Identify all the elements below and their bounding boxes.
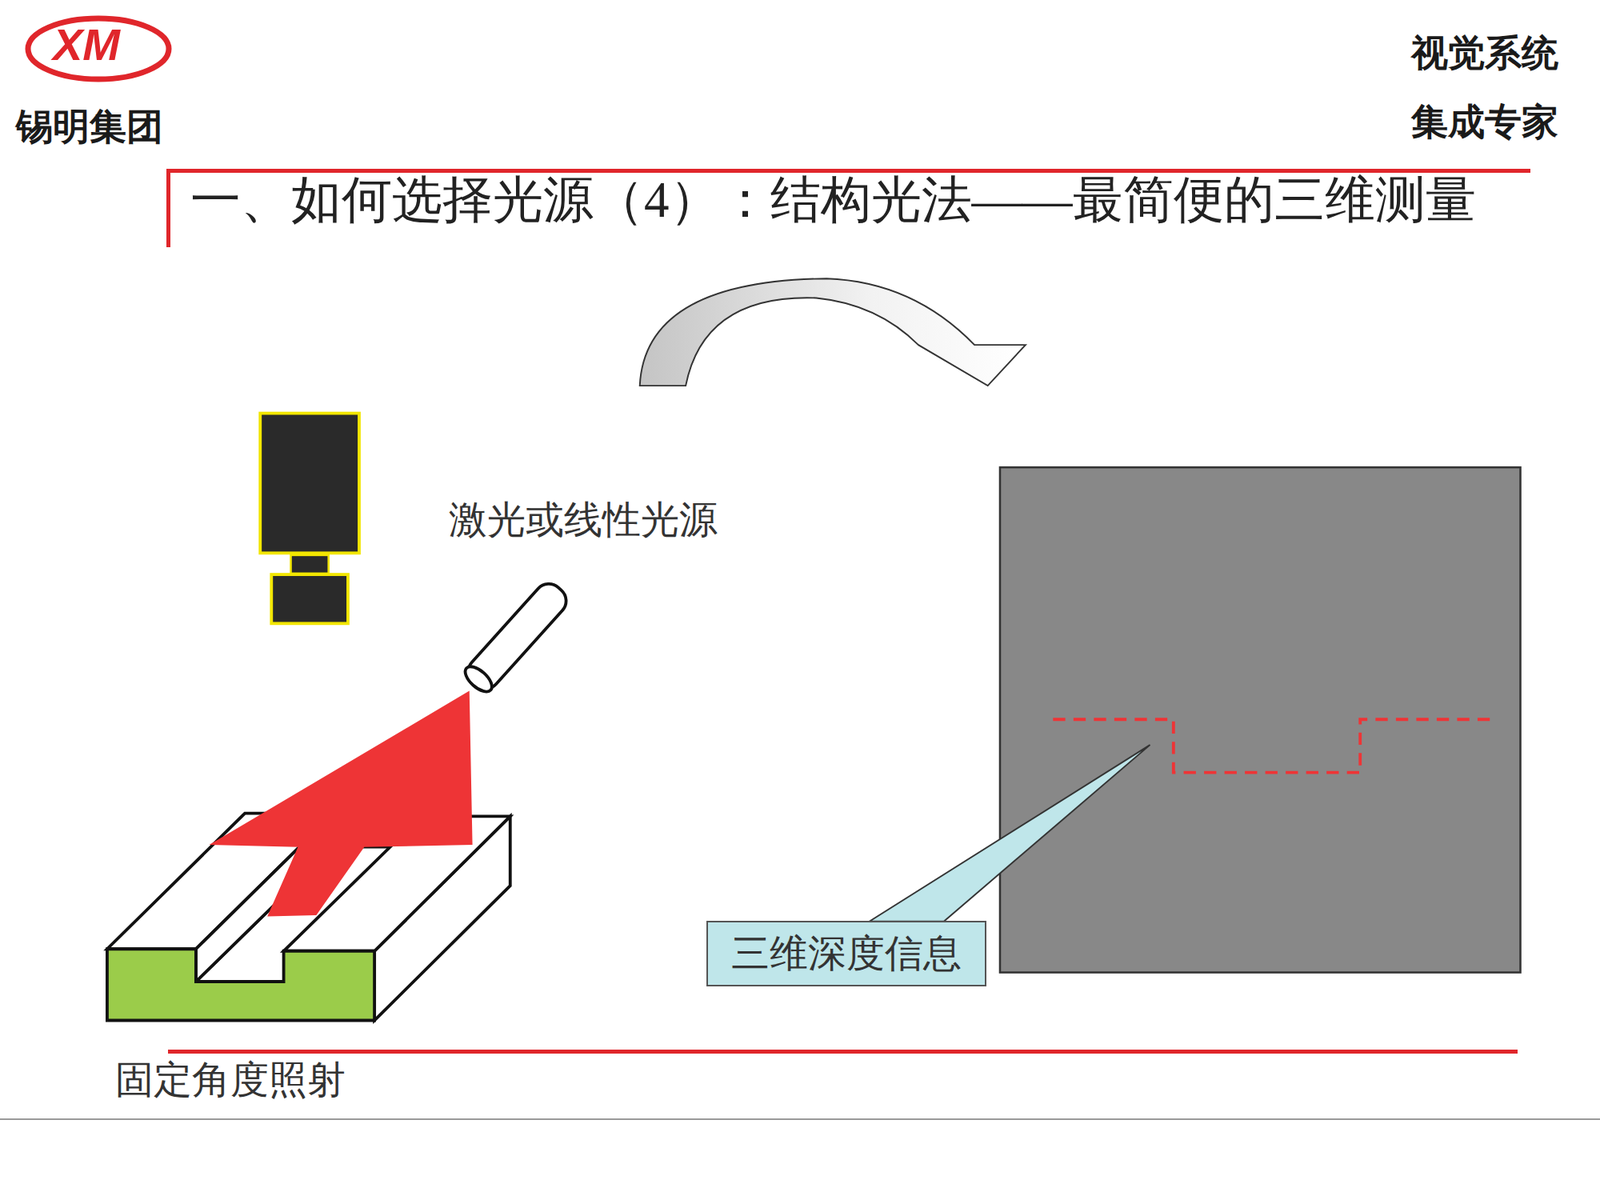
company-name: 锡明集团	[16, 105, 164, 148]
page-rule	[0, 1118, 1600, 1120]
title-bar	[166, 168, 171, 248]
laser-aperture	[460, 662, 496, 696]
logo-mark: XM	[52, 19, 120, 71]
camera-lens	[271, 574, 348, 624]
image-panel	[1000, 467, 1521, 972]
callout-text: 三维深度信息	[708, 931, 985, 976]
laser-fan	[208, 691, 472, 917]
block-front	[107, 948, 375, 1020]
light-source-label: 激光或线性光源	[448, 497, 718, 542]
camera-neck	[291, 555, 329, 574]
footer-rule	[168, 1049, 1518, 1054]
slide-title: 一、如何选择光源（4）：结构光法——最简便的三维测量	[190, 171, 1476, 229]
callout-box: 三维深度信息	[706, 920, 987, 987]
slogan-line: 视觉系统	[1411, 32, 1559, 75]
process-arrow	[640, 278, 1026, 386]
callout-pointer	[869, 744, 1151, 922]
camera-body	[260, 413, 360, 554]
illumination-label: 固定角度照射	[115, 1057, 346, 1102]
logo-ellipse	[28, 18, 169, 80]
slogan-line: 集成专家	[1411, 100, 1559, 144]
